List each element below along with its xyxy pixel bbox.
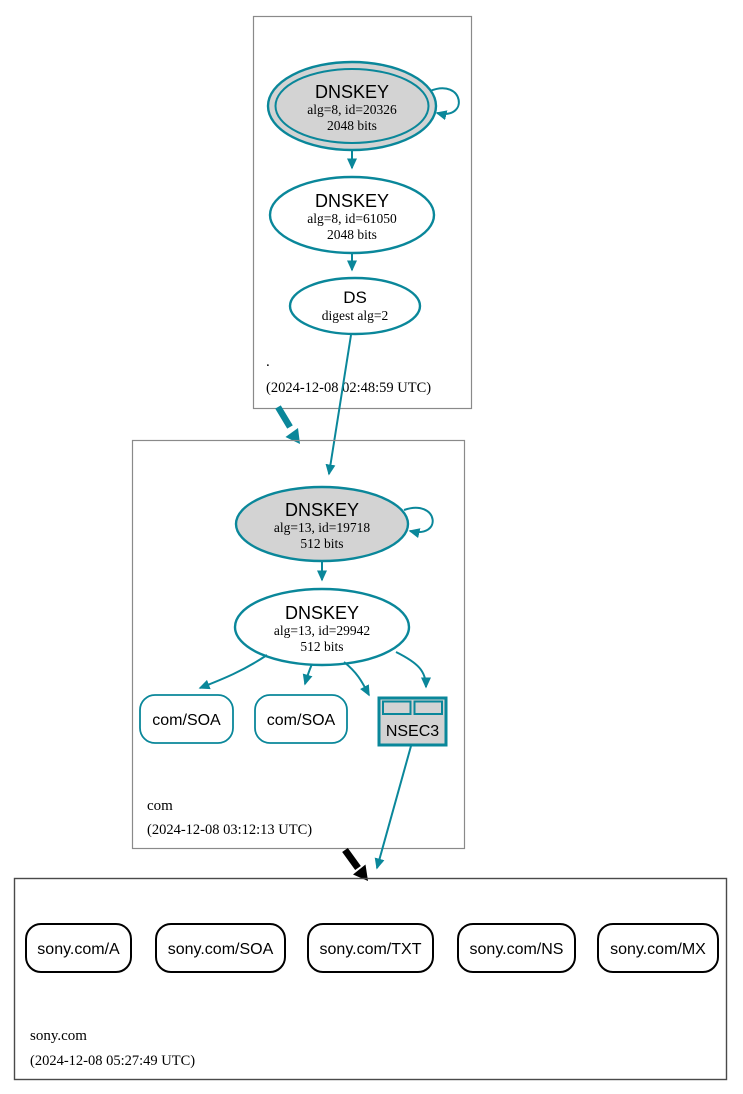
sony-soa-box[interactable]: [155, 923, 286, 973]
zone-timestamp-com: (2024-12-08 03:12:13 UTC): [147, 822, 312, 838]
edge-com-zsk-to-nsec3-left: [343, 661, 370, 697]
com-soa-2-label: com/SOA: [267, 712, 336, 729]
zone-timestamp-root: (2024-12-08 02:48:59 UTC): [266, 380, 431, 396]
zone-label-sony: sony.com: [30, 1028, 87, 1044]
com-zsk-detail1: alg=13, id=29942: [274, 623, 370, 638]
sony-soa-label: sony.com/SOA: [168, 941, 274, 958]
root-ds-detail1: digest alg=2: [322, 308, 388, 323]
com-zsk-ellipse[interactable]: [233, 587, 411, 667]
edge-nsec3-to-sony-zone: [374, 745, 412, 870]
edge-delegation-root-to-com: [275, 405, 293, 429]
edge-delegation-root-to-com-head: [285, 428, 300, 444]
root-ksk-title: DNSKEY: [315, 82, 389, 102]
root-ksk-inner-ellipse: [274, 68, 430, 144]
com-zsk-title: DNSKEY: [285, 603, 359, 623]
zone-box-com: [131, 439, 466, 850]
root-zsk-detail2: 2048 bits: [327, 227, 377, 242]
root-zsk-title: DNSKEY: [315, 191, 389, 211]
node-sony-a[interactable]: sony.com/A: [25, 923, 132, 973]
sony-mx-label: sony.com/MX: [610, 941, 706, 958]
com-soa-1-label: com/SOA: [152, 712, 221, 729]
sony-txt-box[interactable]: [307, 923, 434, 973]
node-root-ds[interactable]: DS digest alg=2: [288, 276, 422, 336]
edge-com-zsk-to-soa2: [302, 663, 313, 686]
node-com-soa-1[interactable]: com/SOA: [139, 694, 234, 744]
root-ksk-detail1: alg=8, id=20326: [307, 102, 397, 117]
sony-a-box[interactable]: [25, 923, 132, 973]
zone-box-sony: [13, 877, 728, 1081]
nsec3-cell-left: [382, 700, 412, 715]
root-ds-title: DS: [343, 288, 367, 307]
sony-ns-label: sony.com/NS: [470, 941, 564, 958]
node-sony-mx[interactable]: sony.com/MX: [597, 923, 719, 973]
root-zsk-detail1: alg=8, id=61050: [307, 211, 397, 226]
nsec3-label: NSEC3: [386, 723, 439, 740]
root-zsk-ellipse[interactable]: [268, 175, 436, 255]
root-ksk-outer-ellipse[interactable]: [266, 60, 438, 152]
root-ds-ellipse[interactable]: [288, 276, 422, 336]
com-soa-2-box[interactable]: [254, 694, 348, 744]
com-ksk-title: DNSKEY: [285, 500, 359, 520]
nsec3-cell-right: [413, 700, 443, 715]
sony-ns-box[interactable]: [457, 923, 576, 973]
node-com-zsk-dnskey[interactable]: DNSKEY alg=13, id=29942 512 bits: [233, 587, 411, 667]
node-sony-ns[interactable]: sony.com/NS: [457, 923, 576, 973]
node-root-zsk-dnskey[interactable]: DNSKEY alg=8, id=61050 2048 bits: [268, 175, 436, 255]
node-com-soa-2[interactable]: com/SOA: [254, 694, 348, 744]
com-zsk-detail2: 512 bits: [300, 639, 343, 654]
root-ksk-detail2: 2048 bits: [327, 118, 377, 133]
com-ksk-detail2: 512 bits: [300, 536, 343, 551]
edge-ds-to-com-ksk: [325, 334, 352, 476]
zone-label-com: com: [147, 798, 173, 814]
edge-com-zsk-to-nsec3-right: [395, 651, 431, 689]
sony-txt-label: sony.com/TXT: [320, 941, 422, 958]
edge-root-ksk-self-sign: [429, 87, 460, 121]
sony-mx-box[interactable]: [597, 923, 719, 973]
node-root-ksk-dnskey[interactable]: DNSKEY alg=8, id=20326 2048 bits: [266, 60, 438, 152]
zone-label-root: .: [266, 354, 270, 370]
com-ksk-detail1: alg=13, id=19718: [274, 520, 370, 535]
edge-delegation-com-to-sony-head: [353, 864, 368, 881]
node-sony-txt[interactable]: sony.com/TXT: [307, 923, 434, 973]
zone-timestamp-sony: (2024-12-08 05:27:49 UTC): [30, 1053, 195, 1069]
node-sony-soa[interactable]: sony.com/SOA: [155, 923, 286, 973]
zone-box-root: [252, 15, 473, 410]
node-com-nsec3[interactable]: NSEC3: [377, 696, 448, 747]
node-com-ksk-dnskey[interactable]: DNSKEY alg=13, id=19718 512 bits: [234, 485, 410, 563]
edge-com-ksk-self-sign: [403, 506, 434, 539]
edge-com-zsk-to-soa1: [198, 654, 268, 690]
com-soa-1-box[interactable]: [139, 694, 234, 744]
edge-delegation-com-to-sony: [342, 847, 361, 871]
sony-a-label: sony.com/A: [37, 941, 120, 958]
